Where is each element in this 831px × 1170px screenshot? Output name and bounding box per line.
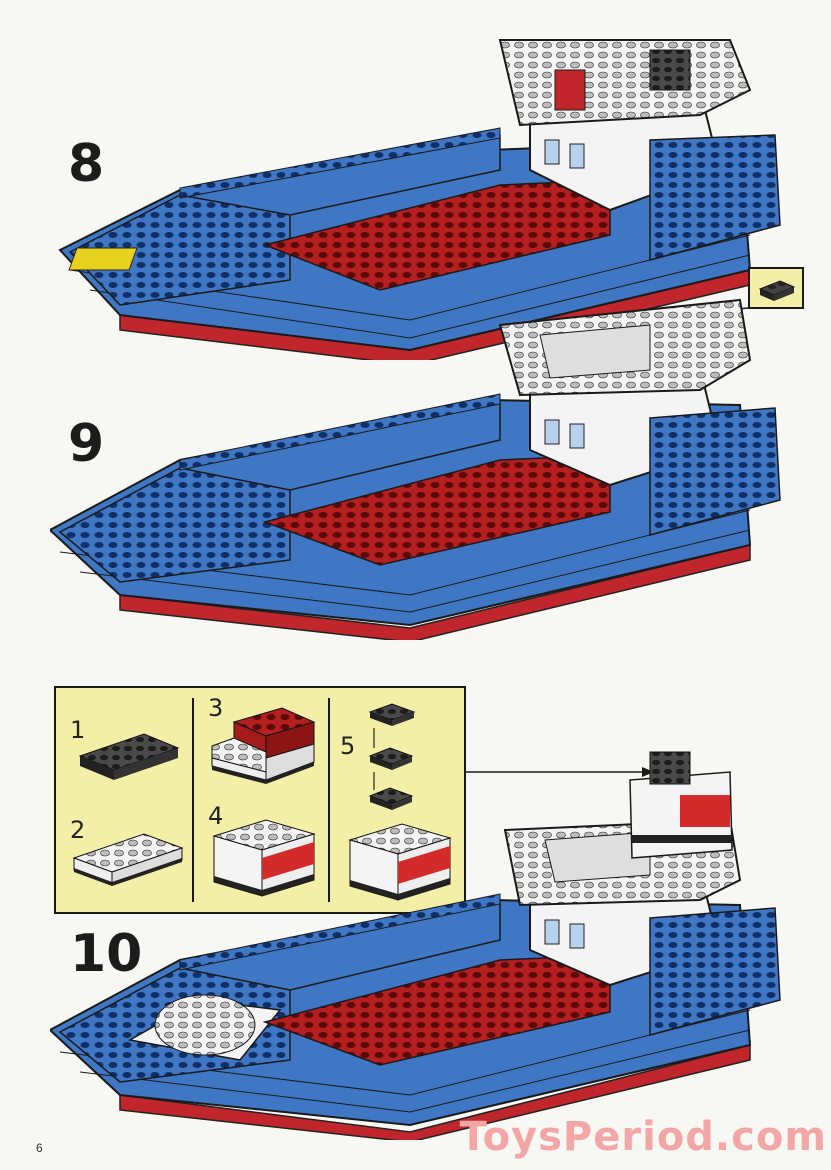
step-number-10: 10 [70,924,143,984]
lego-brick-icon [212,819,316,897]
lego-boat-illustration [58,39,781,360]
lego-brick-icon [758,280,796,301]
lego-brick-icon [78,733,180,780]
substep-4: 4 [208,802,224,830]
substep-5: 5 [340,732,356,760]
lego-boat-illustration [50,298,781,640]
divider [192,698,194,902]
substep-2: 2 [70,816,86,844]
lego-boat-illustration [50,751,781,1140]
lego-brick-icon [211,707,316,784]
sub-assembly-panel: 1 2 3 4 5 [54,686,466,914]
lego-brick-icon [72,833,184,886]
substep-1: 1 [70,716,86,744]
brick-callout [748,267,804,309]
divider [328,698,330,902]
page-number: 6 [36,1141,43,1155]
lego-brick-icon [368,703,416,810]
substep-3: 3 [208,694,224,722]
watermark: ToysPeriod.com [459,1114,827,1160]
arrow-icon [466,767,654,777]
lego-brick-icon [348,823,452,901]
step-number-9: 9 [68,414,105,474]
step-number-8: 8 [68,134,105,194]
